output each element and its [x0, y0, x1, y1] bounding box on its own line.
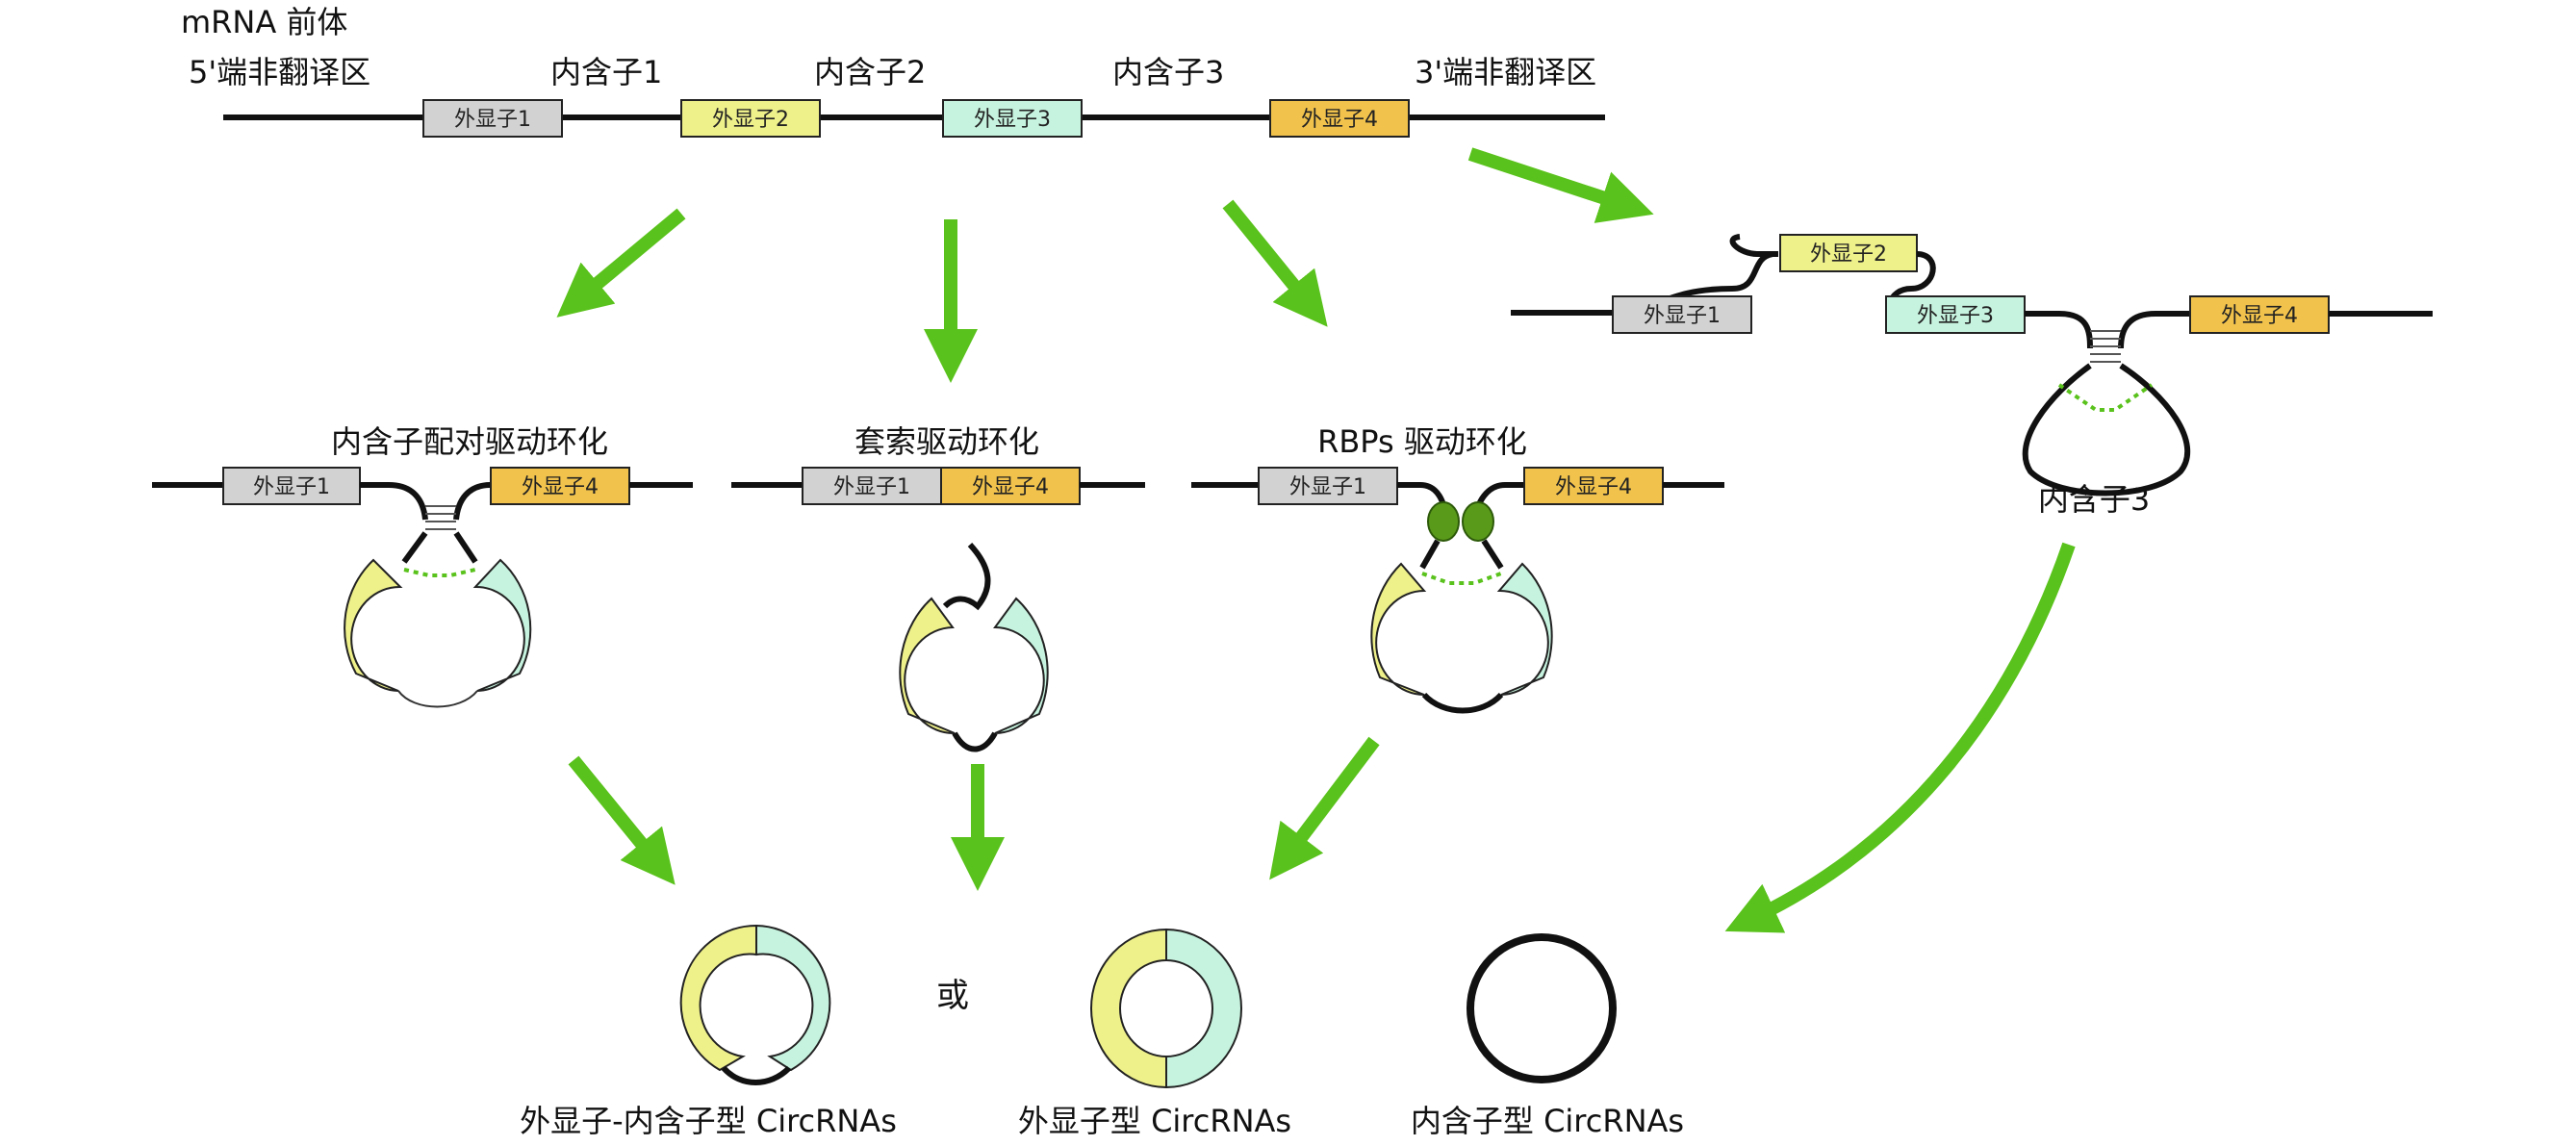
ecirc-label: 外显子型 CircRNAs	[1018, 1103, 1291, 1139]
or-label: 或	[936, 977, 969, 1015]
exon2-top: 外显子2	[680, 99, 821, 138]
utr3-label: 3'端非翻译区	[1415, 54, 1596, 90]
intron1-label: 内含子1	[550, 54, 662, 90]
svg-text:外显子1: 外显子1	[454, 108, 531, 132]
ciirc-product	[1467, 933, 1617, 1083]
rbp-diagram: 外显子1 外显子4	[1191, 467, 1724, 714]
eicirc-product	[679, 924, 831, 1085]
intron3-label: 内含子3	[1112, 54, 1224, 90]
arrow-to-intron-pairing	[556, 208, 686, 318]
rbp-protein-right	[1462, 501, 1494, 542]
svg-text:外显子3: 外显子3	[974, 108, 1051, 132]
ciirc-label: 内含子型 CircRNAs	[1411, 1103, 1684, 1139]
svg-text:外显子4: 外显子4	[1555, 475, 1632, 499]
mechanism-intron-pairing: 内含子配对驱动环化	[331, 423, 608, 460]
utr5-label: 5'端非翻译区	[189, 54, 370, 90]
exon1-top: 外显子1	[422, 99, 563, 138]
arrow-loop-to-ciirc	[1724, 542, 2076, 933]
svg-text:外显子4: 外显子4	[2221, 304, 2298, 328]
intron3-loop-label: 内含子3	[2038, 481, 2150, 518]
svg-text:外显子4: 外显子4	[972, 475, 1049, 499]
pre-mrna-title: mRNA 前体	[181, 4, 347, 40]
mechanism-lariat: 套索驱动环化	[854, 423, 1039, 460]
mechanism-rbp: RBPs 驱动环化	[1317, 423, 1527, 460]
arrow-to-rbp	[1222, 199, 1328, 327]
rbp-protein-left	[1427, 501, 1460, 542]
arrow-rbp-to-ecirc	[1269, 736, 1380, 880]
svg-text:外显子1: 外显子1	[833, 475, 910, 499]
intron2-label: 内含子2	[814, 54, 926, 90]
exon3-top: 外显子3	[942, 99, 1083, 138]
svg-text:外显子2: 外显子2	[1810, 242, 1887, 267]
svg-text:外显子4: 外显子4	[522, 475, 599, 499]
arrow-to-intron3-loop	[1467, 147, 1654, 223]
svg-text:外显子1: 外显子1	[1289, 475, 1366, 499]
intron3-loop-structure: 外显子2 外显子1 外显子3 外显子4 内含子3	[1511, 234, 2433, 518]
svg-text:外显子3: 外显子3	[1917, 304, 1994, 328]
exon1-loop	[1612, 295, 1752, 334]
svg-text:外显子1: 外显子1	[253, 475, 330, 499]
svg-text:外显子2: 外显子2	[712, 108, 789, 132]
svg-text:外显子4: 外显子4	[1301, 108, 1378, 132]
svg-text:外显子1: 外显子1	[1644, 304, 1721, 328]
lariat-diagram: 外显子1 外显子4	[731, 467, 1145, 752]
exon4-loop	[2189, 295, 2330, 334]
arrow-pairing-to-eicirc	[568, 755, 676, 885]
exon2-loop	[1779, 234, 1918, 272]
intron-pairing-diagram: 外显子1 外显子4	[152, 467, 693, 708]
ecirc-product	[1090, 928, 1242, 1089]
eicirc-label: 外显子-内含子型 CircRNAs	[520, 1103, 897, 1139]
exon4-top: 外显子4	[1269, 99, 1410, 138]
flow-arrows	[556, 147, 2076, 933]
